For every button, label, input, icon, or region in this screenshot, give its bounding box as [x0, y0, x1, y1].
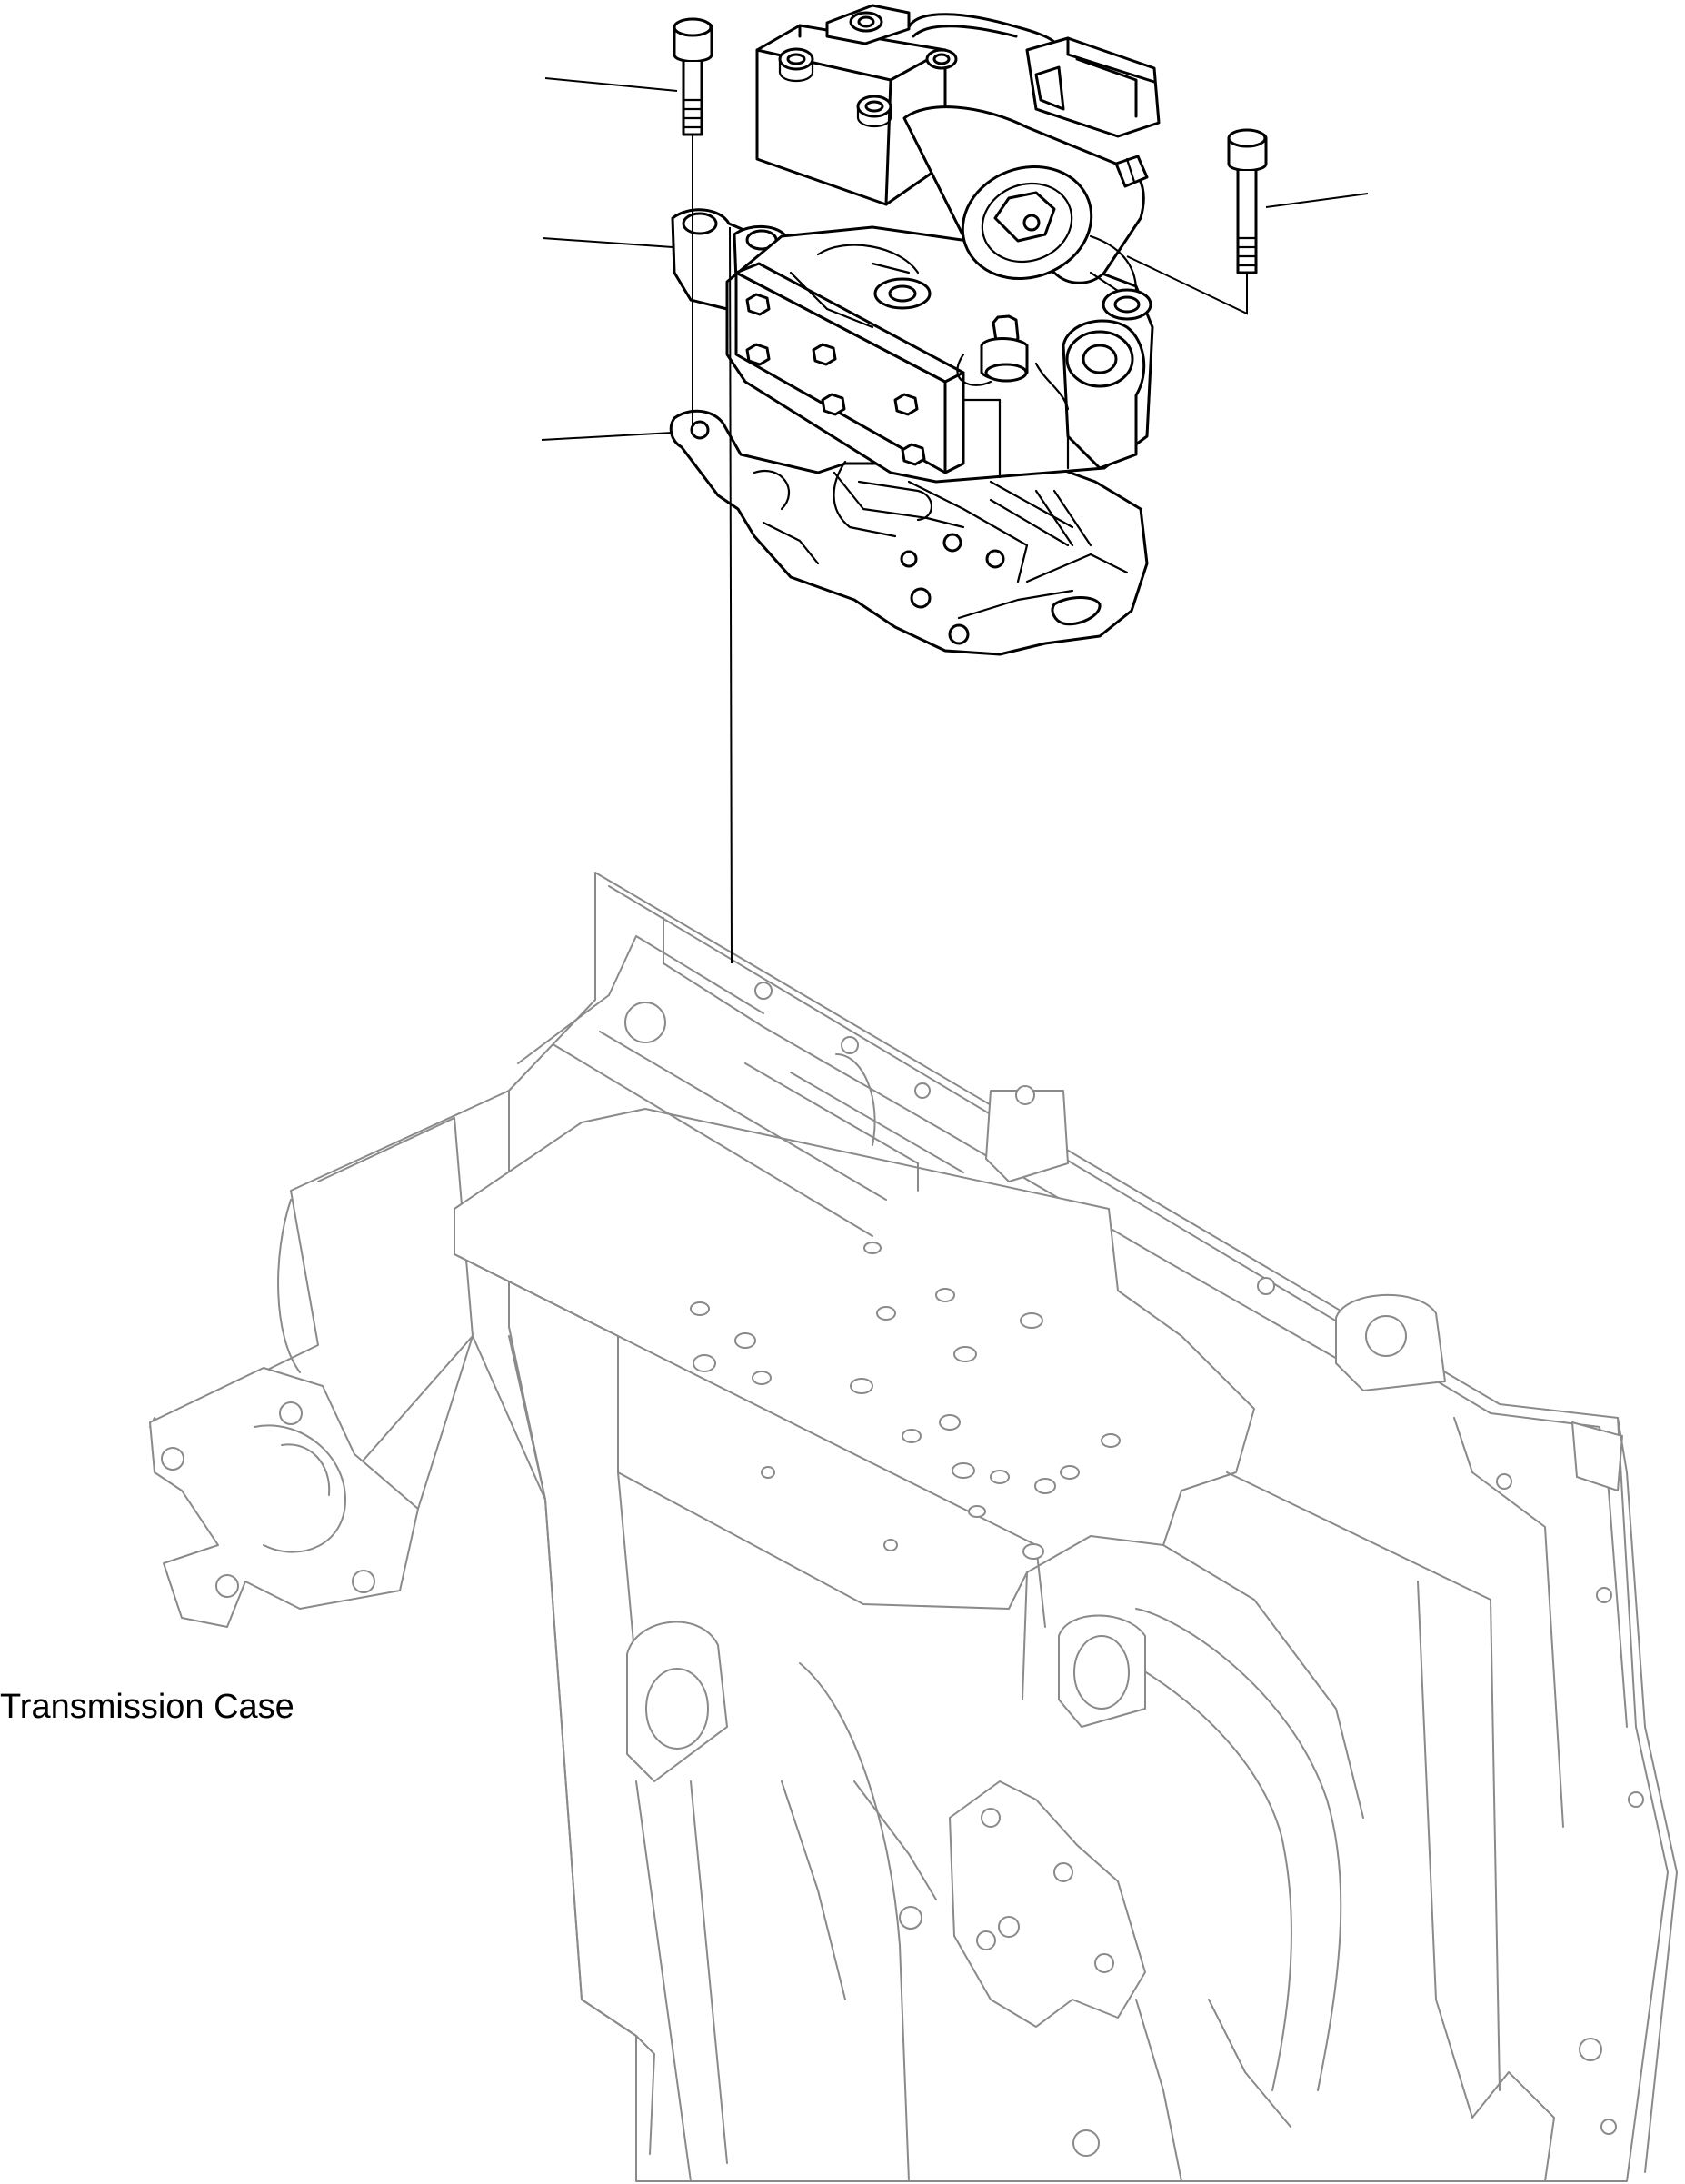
- transmission-case-icon: [149, 872, 1678, 2182]
- valve-body-icon: [671, 208, 1154, 484]
- callout-leader-bolt-left: [544, 77, 678, 92]
- alignment-line-to-case: [729, 226, 733, 964]
- callout-leader-gasket: [541, 432, 673, 441]
- transmission-case-label: Transmission Case: [0, 1688, 294, 1726]
- callout-leader-valve-body: [542, 237, 673, 248]
- bolt-icon: [673, 17, 713, 136]
- leader-lines: [541, 77, 1369, 964]
- bolt-icon: [1227, 128, 1268, 274]
- solenoid-icon: [755, 4, 1161, 293]
- alignment-line-right-bolt: [1126, 255, 1248, 315]
- callout-leader-bolt-right: [1265, 193, 1369, 208]
